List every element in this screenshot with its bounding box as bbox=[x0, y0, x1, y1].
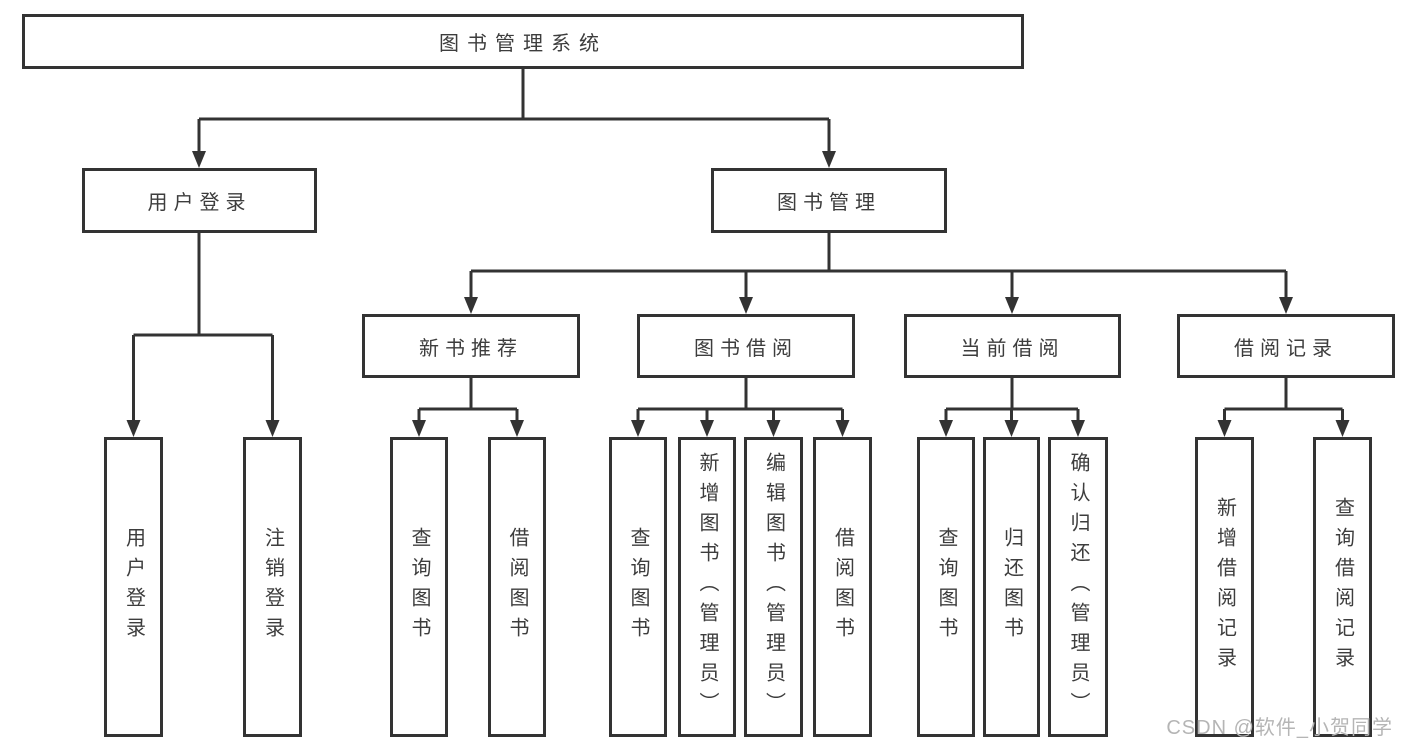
connector-line bbox=[132, 69, 1344, 421]
leaf-nbr-query-books-label: 查询图书 bbox=[408, 527, 430, 647]
node-borrow-record: 借阅记录 bbox=[1177, 314, 1395, 378]
node-book-borrow-label: 图书借阅 bbox=[694, 337, 798, 360]
arrow-down-icon bbox=[766, 420, 781, 437]
node-borrow-record-label: 借阅记录 bbox=[1234, 337, 1338, 360]
leaf-nbr-query-books: 查询图书 bbox=[390, 437, 448, 737]
arrow-down-icon bbox=[510, 420, 524, 437]
arrow-down-icon bbox=[835, 420, 850, 437]
leaf-bb-borrow-books-label: 借阅图书 bbox=[831, 527, 854, 647]
leaf-br-query-borrow-record: 查询借阅记录 bbox=[1313, 437, 1372, 737]
arrow-down-icon bbox=[1004, 420, 1019, 437]
arrow-down-icon bbox=[1071, 420, 1085, 437]
leaf-bb-edit-books-admin: 编辑图书（管理员） bbox=[744, 437, 803, 737]
leaf-cb-return-books-label: 归还图书 bbox=[1000, 527, 1023, 647]
arrow-down-icon bbox=[739, 297, 753, 314]
arrow-down-icon bbox=[700, 420, 714, 437]
leaf-cb-query-books: 查询图书 bbox=[917, 437, 975, 737]
node-root: 图书管理系统 bbox=[22, 14, 1024, 69]
leaf-br-query-borrow-record-label: 查询借阅记录 bbox=[1331, 497, 1354, 677]
leaf-cb-confirm-return-admin: 确认归还（管理员） bbox=[1048, 437, 1108, 737]
leaf-bb-add-books-admin: 新增图书（管理员） bbox=[678, 437, 736, 737]
leaf-user-login-label: 用户登录 bbox=[122, 527, 145, 647]
leaf-bb-edit-books-admin-label: 编辑图书（管理员） bbox=[762, 452, 785, 722]
leaf-user-login: 用户登录 bbox=[104, 437, 163, 737]
arrow-down-icon bbox=[631, 420, 645, 437]
node-new-book-recommend: 新书推荐 bbox=[362, 314, 580, 378]
arrow-down-icon bbox=[126, 420, 141, 437]
arrow-down-icon bbox=[265, 420, 280, 437]
leaf-bb-query-books-label: 查询图书 bbox=[627, 527, 649, 647]
arrow-down-icon bbox=[192, 151, 206, 168]
leaf-bb-query-books: 查询图书 bbox=[609, 437, 667, 737]
node-book-borrow: 图书借阅 bbox=[637, 314, 855, 378]
node-root-label: 图书管理系统 bbox=[439, 33, 607, 55]
leaf-bb-borrow-books: 借阅图书 bbox=[813, 437, 872, 737]
node-book-management-label: 图书管理 bbox=[777, 192, 881, 214]
leaf-nbr-borrow-books: 借阅图书 bbox=[488, 437, 546, 737]
arrow-down-icon bbox=[464, 297, 478, 314]
node-user-login: 用户登录 bbox=[82, 168, 317, 233]
arrow-down-icon bbox=[822, 151, 836, 168]
leaf-logout-login-label: 注销登录 bbox=[261, 527, 284, 647]
leaf-cb-query-books-label: 查询图书 bbox=[935, 527, 957, 647]
node-current-borrow: 当前借阅 bbox=[904, 314, 1121, 378]
arrow-down-icon bbox=[1279, 297, 1293, 314]
node-user-login-label: 用户登录 bbox=[147, 192, 252, 214]
arrow-down-icon bbox=[939, 420, 953, 437]
node-new-book-recommend-label: 新书推荐 bbox=[419, 337, 523, 360]
node-book-management: 图书管理 bbox=[711, 168, 947, 233]
arrow-down-icon bbox=[412, 420, 426, 437]
leaf-br-add-borrow-record-label: 新增借阅记录 bbox=[1213, 497, 1236, 677]
leaf-logout-login: 注销登录 bbox=[243, 437, 302, 737]
arrowheads bbox=[126, 151, 1350, 437]
leaf-cb-confirm-return-admin-label: 确认归还（管理员） bbox=[1067, 452, 1089, 722]
leaf-bb-add-books-admin-label: 新增图书（管理员） bbox=[696, 452, 718, 722]
csdn-watermark: CSDN @软件_小贺同学 bbox=[1166, 717, 1393, 739]
arrow-down-icon bbox=[1217, 420, 1232, 437]
node-current-borrow-label: 当前借阅 bbox=[960, 337, 1065, 360]
leaf-nbr-borrow-books-label: 借阅图书 bbox=[506, 527, 528, 647]
arrow-down-icon bbox=[1005, 297, 1019, 314]
leaf-cb-return-books: 归还图书 bbox=[983, 437, 1040, 737]
arrow-down-icon bbox=[1335, 420, 1350, 437]
leaf-br-add-borrow-record: 新增借阅记录 bbox=[1195, 437, 1254, 737]
